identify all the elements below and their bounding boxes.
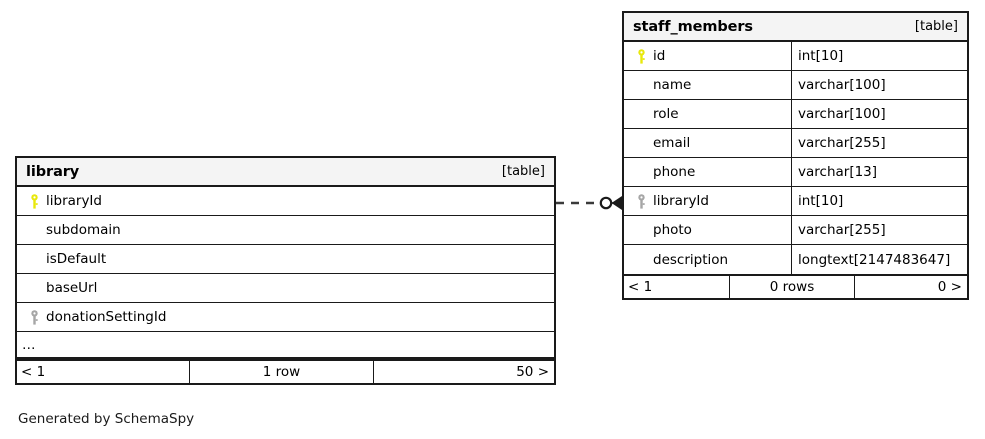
relationship-connector-library-to-staff-members [556,196,622,210]
column-name: email [653,135,691,151]
yellow-key-icon [631,48,651,64]
table-row[interactable]: phone varchar[13] [624,158,967,187]
column-name: id [653,48,666,64]
column-name: subdomain [46,222,121,238]
footer-row-count: 0 rows [729,276,854,298]
gray-key-icon [631,193,651,209]
column-type: longtext[2147483647] [791,245,967,274]
entity-table-library[interactable]: library [table] libraryId [15,156,556,385]
entity-footer-library: < 1 1 row 50 > [17,359,554,383]
column-name: baseUrl [46,280,98,296]
table-row[interactable]: email varchar[255] [624,129,967,158]
entity-header-staff-members: staff_members [table] [624,13,967,42]
column-type: varchar[100] [791,100,967,128]
generated-by-caption: Generated by SchemaSpy [18,411,195,427]
column-name: phone [653,164,696,180]
gray-key-icon [24,309,44,325]
column-type: varchar[100] [791,71,967,99]
footer-prev-link[interactable]: < 1 [21,364,46,380]
column-type: varchar[13] [791,158,967,186]
table-row[interactable]: description longtext[2147483647] [624,245,967,274]
column-type: varchar[255] [791,129,967,157]
more-columns-indicator: … [17,332,554,359]
column-list-library: libraryId subdomain isDefault baseUrl [17,187,554,332]
table-row[interactable]: donationSettingId [17,303,554,332]
footer-row-count: 1 row [189,361,373,383]
column-name: isDefault [46,251,107,267]
column-name: libraryId [653,193,709,209]
entity-header-library: library [table] [17,158,554,187]
entity-table-staff-members[interactable]: staff_members [table] id int[10 [622,11,969,300]
table-row[interactable]: isDefault [17,245,554,274]
entity-title-staff-members: staff_members [633,18,753,35]
entity-footer-staff-members: < 1 0 rows 0 > [624,274,967,298]
yellow-key-icon [24,193,44,209]
table-row[interactable]: photo varchar[255] [624,216,967,245]
column-type: int[10] [791,187,967,215]
column-name: donationSettingId [46,309,167,325]
footer-next-link[interactable]: 50 > [373,361,554,383]
column-name: role [653,106,679,122]
table-row[interactable]: id int[10] [624,42,967,71]
table-row[interactable]: baseUrl [17,274,554,303]
entity-type-tag-library: [table] [501,164,545,179]
column-type: int[10] [791,42,967,70]
column-name: name [653,77,692,93]
column-name: description [653,251,729,268]
table-row[interactable]: name varchar[100] [624,71,967,100]
table-row[interactable]: role varchar[100] [624,100,967,129]
entity-title-library: library [26,163,80,180]
column-name: libraryId [46,193,102,209]
footer-prev-link[interactable]: < 1 [628,279,653,295]
entity-type-tag-staff-members: [table] [914,19,958,34]
column-type: varchar[255] [791,216,967,244]
column-list-staff-members: id int[10] name varchar[100] role varcha… [624,42,967,274]
column-name: photo [653,222,692,238]
table-row[interactable]: libraryId [17,187,554,216]
table-row[interactable]: libraryId int[10] [624,187,967,216]
footer-next-link[interactable]: 0 > [854,276,967,298]
table-row[interactable]: subdomain [17,216,554,245]
